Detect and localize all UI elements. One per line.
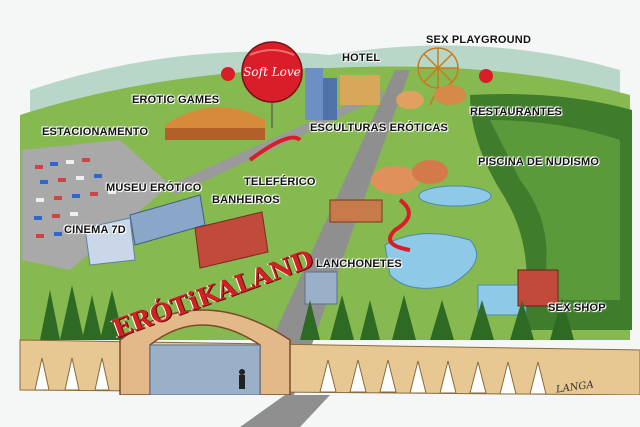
label-estacionamento: ESTACIONAMENTO — [42, 126, 149, 138]
balloon-label: Soft Love — [243, 65, 301, 79]
sex-shop-building — [517, 269, 559, 307]
parking-lot — [22, 140, 170, 270]
snack-bar-upper — [329, 199, 383, 223]
main-pool — [384, 233, 478, 289]
small-balloon-left — [221, 67, 235, 81]
foreground-ground — [0, 395, 640, 427]
visitor-figure — [239, 369, 245, 389]
erotic-games-base — [165, 128, 265, 140]
label-cinema-7d: CINEMA 7D — [64, 224, 126, 236]
hot-air-balloon: Soft Love — [241, 41, 303, 128]
cinema-building — [84, 217, 136, 266]
label-esculturas-eroticas: ESCULTURAS ERÓTICAS — [310, 122, 449, 134]
parked-cars — [34, 158, 116, 238]
label-lanchonetes: LANCHONETES — [316, 258, 402, 270]
park-name-sign: ERÓTiKALAND — [108, 244, 318, 344]
nudism-pool — [418, 185, 492, 207]
small-balloon-right — [479, 69, 493, 83]
restaurant-domes — [371, 85, 466, 194]
ferris-wheel — [417, 47, 459, 106]
label-restaurantes: RESTAURANTES — [470, 106, 563, 118]
water-slide — [388, 198, 411, 252]
right-forest-highlight — [490, 120, 620, 300]
label-museu-erotico: MUSEU ERÓTICO — [106, 182, 202, 194]
hotel-building — [305, 68, 380, 120]
label-teleferico: TELEFÉRICO — [244, 176, 316, 188]
front-pine-trees — [40, 285, 574, 340]
entrance-path — [240, 395, 330, 427]
label-sex-shop: SEX SHOP — [548, 302, 606, 314]
snack-bar-lower — [304, 271, 338, 305]
label-banheiros: BANHEIROS — [212, 194, 280, 206]
label-piscina-de-nudismo: PISCINA DE NUDISMO — [478, 156, 600, 168]
cable-car — [248, 135, 302, 162]
label-erotic-games: EROTIC GAMES — [132, 94, 220, 106]
museum-building — [129, 194, 206, 246]
label-hotel: HOTEL — [342, 52, 381, 64]
wall-arches — [34, 357, 547, 395]
bathrooms-building — [194, 211, 269, 269]
label-sex-playground: SEX PLAYGROUND — [426, 34, 532, 46]
